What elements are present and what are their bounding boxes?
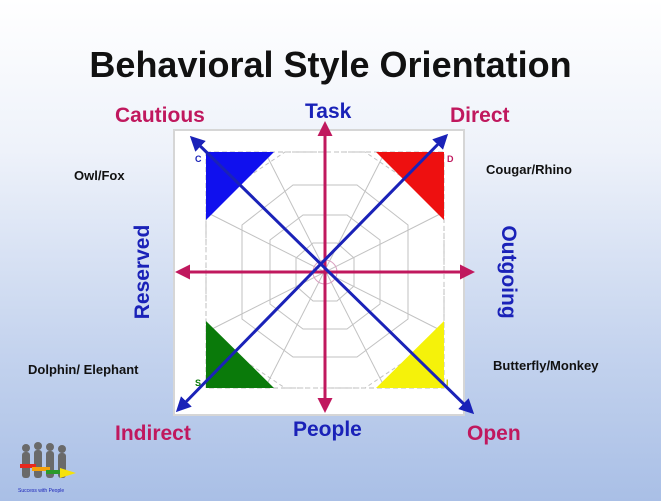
quadrant-letter-c: C [195, 154, 202, 164]
label-cautious: Cautious [115, 104, 205, 127]
label-cougar-rhino: Cougar/Rhino [486, 162, 572, 177]
company-logo [20, 442, 76, 478]
label-butterfly-monkey: Butterfly/Monkey [493, 358, 599, 373]
label-task: Task [305, 100, 352, 123]
label-open: Open [467, 422, 521, 445]
label-indirect: Indirect [115, 422, 191, 445]
label-people: People [293, 418, 362, 441]
page-title: Behavioral Style Orientation [89, 44, 572, 85]
diagonal-arrow-direct-indirect [175, 133, 449, 413]
label-direct: Direct [450, 104, 510, 127]
logo-text: Success with People [18, 488, 65, 494]
label-owl-fox: Owl/Fox [74, 168, 125, 183]
quadrant-letter-d: D [447, 154, 454, 164]
label-dolphin-elephant: Dolphin/ Elephant [28, 362, 139, 377]
